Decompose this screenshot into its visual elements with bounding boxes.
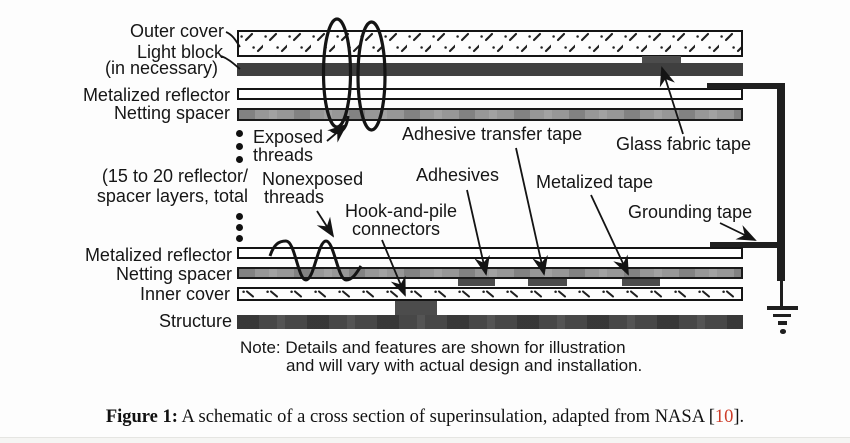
grounding-tape-label: Grounding tape — [628, 202, 753, 222]
netting-spacer-upper-layer — [237, 108, 743, 121]
netting-spacer-lower-layer — [237, 267, 743, 279]
outer-cover-layer — [237, 30, 743, 57]
metalized-tape-arrow — [590, 194, 629, 276]
figure-caption-ref-close: ]. — [733, 407, 745, 427]
light-block-layer — [237, 63, 743, 76]
page-bottom-edge — [0, 437, 850, 443]
inner-cover-label: Inner cover — [139, 284, 230, 304]
exposed-threads-label-line1: Exposed — [253, 127, 324, 147]
light-block-label: Light block — [136, 42, 223, 62]
grounding-tape-lower-bar — [710, 242, 785, 248]
hook-and-pile-block — [395, 301, 437, 315]
grounding-tape-arrow — [719, 222, 757, 241]
outer-cover-label: Outer cover — [129, 21, 224, 41]
grounding-wire-thin — [780, 281, 783, 308]
continuation-dot — [236, 156, 243, 163]
hook-and-pile-label-line1: Hook-and-pile — [345, 201, 458, 221]
continuation-dot — [236, 213, 243, 220]
inner-cover-hatch-pattern — [239, 289, 741, 299]
continuation-dot — [236, 224, 243, 231]
exposed-threads-arrow — [326, 123, 348, 143]
exposed-threads-label-line2: threads — [253, 145, 314, 165]
stack-count-label-line2: spacer layers, total — [96, 186, 248, 206]
grounding-wire — [777, 85, 785, 281]
note-line1: Note: Details and features are shown for… — [240, 338, 626, 357]
figure-caption-ref-open: [ — [708, 407, 715, 427]
metalized-reflector-lower-label: Metalized reflector — [84, 245, 232, 265]
nonexposed-threads-arrow — [316, 210, 335, 238]
figure-caption-text: A schematic of a cross section of superi… — [177, 407, 709, 427]
continuation-dot — [236, 235, 243, 242]
metalized-reflector-upper-label: Metalized reflector — [82, 85, 230, 105]
netting-spacer-upper-label: Netting spacer — [113, 103, 230, 123]
netting-spacer-lower-label: Netting spacer — [115, 264, 232, 284]
glass-fabric-tape-arrow — [659, 66, 684, 135]
metalized-reflector-upper-layer — [237, 88, 743, 100]
metalized-tape-tab — [622, 279, 660, 286]
ground-symbol-line-1 — [767, 306, 798, 310]
inner-cover-layer — [237, 287, 743, 301]
adhesive-transfer-tape-label: Adhesive transfer tape — [402, 124, 583, 144]
continuation-dot — [236, 143, 243, 150]
adhesives-label: Adhesives — [416, 165, 500, 185]
figure-caption-number: Figure 1: — [105, 407, 178, 427]
metalized-reflector-lower-layer — [237, 247, 743, 259]
continuation-dot — [236, 130, 243, 137]
adhesive-tab-1 — [458, 279, 495, 286]
glass-fabric-tape-label: Glass fabric tape — [616, 134, 752, 154]
hook-and-pile-label-line2: connectors — [352, 219, 441, 239]
adhesive-transfer-tape-tab — [528, 279, 567, 286]
structure-label: Structure — [158, 311, 232, 331]
figure-caption-reference: 10 — [714, 407, 734, 427]
adhesives-arrow — [466, 189, 490, 276]
note-line2: and will vary with actual design and ins… — [286, 356, 643, 375]
structure-layer — [237, 315, 743, 329]
stack-count-label-line1: (15 to 20 reflector/ — [101, 166, 248, 186]
ground-symbol-line-2 — [773, 313, 791, 317]
outer-cover-hatch-pattern — [239, 32, 741, 55]
nonexposed-threads-label-line1: Nonexposed — [262, 169, 364, 189]
nonexposed-threads-label-line2: threads — [264, 187, 325, 207]
light-block-note-label: (in necessary) — [104, 58, 218, 78]
ground-symbol-line-3 — [778, 321, 787, 325]
figure-caption: Figure 1: A schematic of a cross section… — [0, 407, 850, 428]
glass-fabric-tape-piece — [642, 56, 681, 64]
metalized-tape-label: Metalized tape — [536, 172, 654, 192]
ground-symbol-dot — [780, 329, 786, 334]
grounding-tape-upper-bar — [707, 83, 785, 89]
